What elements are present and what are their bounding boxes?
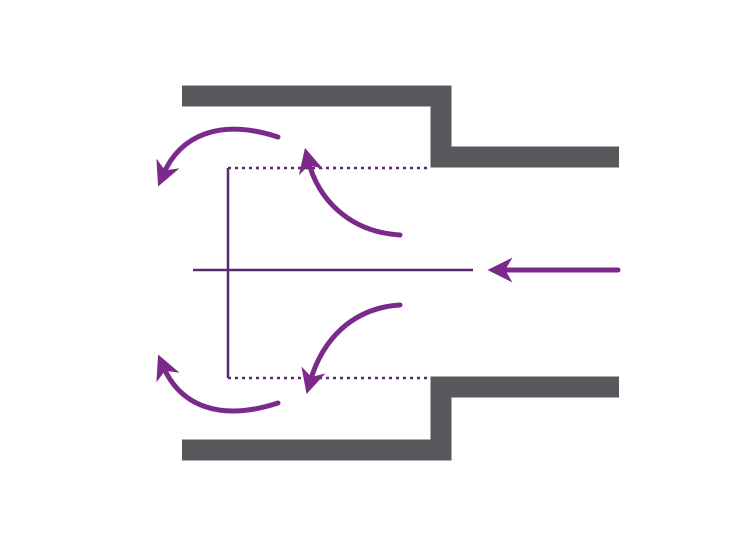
top-inner-curved-arrow-icon [298,147,403,238]
top-outer-curved-arrow-icon [156,126,281,187]
flow-arrows [156,126,621,414]
bottom-inner-curved-arrow-icon [301,302,403,395]
bottom-outer-curved-arrow-icon [156,354,281,414]
housing-top-wall [182,85,619,168]
housing-bottom-wall [182,376,619,461]
housing [182,85,619,461]
rotor-structure [193,166,473,380]
